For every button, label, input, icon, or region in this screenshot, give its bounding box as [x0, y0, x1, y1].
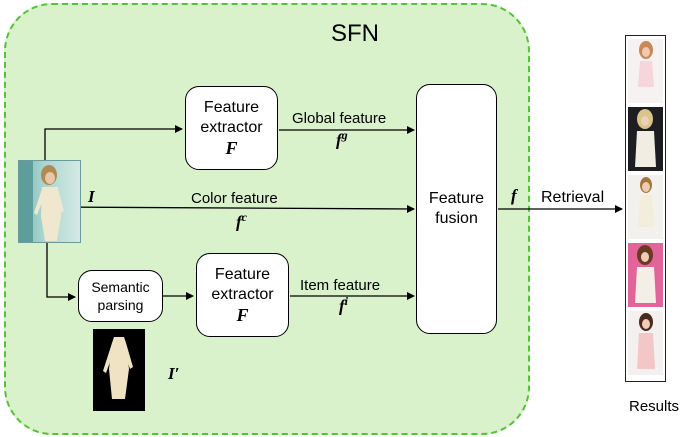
color-feature-label: Color feature	[191, 190, 278, 207]
color-feature-symbol: fc	[236, 210, 247, 233]
feature-extractor-bottom-line2: extractor	[211, 286, 274, 303]
item-feature-symbol-base: f	[339, 296, 345, 316]
arrow-input-to-parsing	[46, 243, 76, 301]
feature-extractor-top-line2: extractor	[200, 119, 263, 136]
color-feature-symbol-sup: c	[241, 210, 247, 224]
result-image-5	[628, 311, 663, 375]
feature-fusion-line1: Feature	[428, 190, 485, 207]
global-feature-symbol: fg	[336, 128, 348, 151]
parsed-dress-figure	[103, 337, 133, 399]
results-label: Results	[629, 398, 680, 415]
input-image	[18, 160, 81, 243]
feature-fusion-line2: fusion	[435, 210, 478, 227]
result-image-2	[628, 107, 663, 171]
result-image-4	[628, 243, 663, 307]
sfn-title: SFN	[331, 20, 379, 47]
arrow-input-to-extractor	[44, 125, 183, 162]
feature-extractor-bottom-line1: Feature	[214, 266, 271, 283]
semantic-parsing-line2: parsing	[97, 297, 144, 313]
feature-extractor-bottom-box: Feature extractor F	[196, 253, 289, 337]
semantic-parsing-line1: Semantic	[91, 279, 150, 295]
item-feature-symbol: fi	[339, 294, 348, 317]
parsed-symbol: I′	[168, 364, 180, 383]
semantic-parsing-box: Semantic parsing	[78, 270, 163, 322]
item-feature-label: Item feature	[300, 277, 381, 294]
global-feature-symbol-base: f	[336, 130, 342, 150]
feature-extractor-top-symbol: F	[225, 138, 238, 158]
result-image-1	[628, 39, 663, 103]
retrieval-label: Retrieval	[541, 189, 605, 206]
feature-fusion-box: Feature fusion	[416, 84, 497, 334]
global-feature-symbol-sup: g	[341, 128, 348, 142]
parsed-item-image	[93, 329, 145, 411]
result-image-3	[628, 175, 663, 239]
global-feature-label: Global feature	[292, 110, 387, 127]
feature-extractor-top-line1: Feature	[203, 99, 260, 116]
input-symbol: I	[88, 187, 95, 206]
feature-extractor-bottom-symbol: F	[236, 305, 249, 325]
item-feature-symbol-sup: i	[344, 294, 349, 308]
color-feature-symbol-base: f	[236, 212, 242, 232]
output-symbol: f	[511, 186, 517, 205]
feature-extractor-top-box: Feature extractor F	[185, 86, 278, 170]
input-person-figure	[19, 161, 64, 242]
arrow-color-feature	[49, 204, 415, 213]
results-strip	[625, 35, 666, 382]
